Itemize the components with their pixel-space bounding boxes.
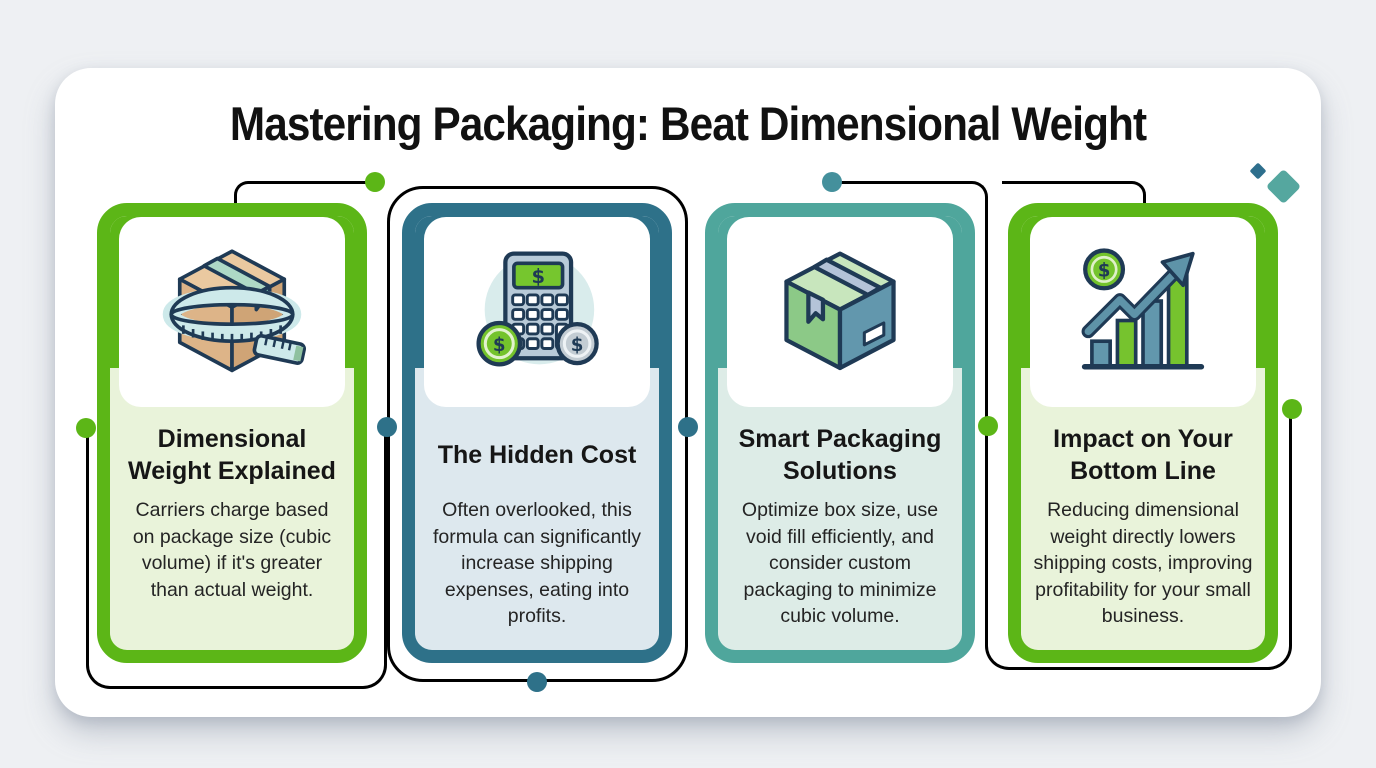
card-description: Often overlooked, this formula can signi… (432, 499, 642, 628)
card-description: Optimize box size, use void fill efficie… (741, 499, 939, 628)
connector-card1-top-stub (234, 181, 375, 207)
dot-card4-right (1282, 399, 1302, 419)
dot-card2-left (377, 417, 397, 437)
card-title: Impact on Your Bottom Line (1053, 425, 1233, 485)
card-dimensional-weight-explained: Dimensional Weight Explained Carriers ch… (97, 203, 367, 663)
connector-card4-bracket (985, 412, 1292, 670)
connector-card1-bracket (86, 427, 387, 689)
dot-card2-bottom (527, 672, 547, 692)
card-impact-on-your-bottom-line: $ Impact on Your Bottom Line Reducing di… (1008, 203, 1278, 663)
svg-text:$: $ (1098, 261, 1111, 282)
svg-text:$: $ (493, 335, 506, 356)
card-the-hidden-cost: $ $ $ The Hidden Cost Often overlooked, … (402, 203, 672, 663)
calculator-coins-icon: $ $ $ (476, 251, 599, 367)
package-tape-measure-icon (162, 249, 307, 373)
card-title: The Hidden Cost (437, 441, 637, 469)
connector-card4-top-stub (1002, 181, 1146, 207)
dot-card1-top (365, 172, 385, 192)
dot-card1-left (76, 418, 96, 438)
card-title: Smart Packaging Solutions (738, 425, 942, 485)
shipping-box-icon (784, 251, 896, 371)
page-title: Mastering Packaging: Beat Dimensional We… (229, 97, 1147, 150)
dot-card4-left (978, 416, 998, 436)
svg-text:$: $ (571, 335, 584, 356)
connector-card3-top-line (832, 181, 988, 425)
growth-chart-icon: $ (1081, 248, 1205, 370)
card-description: Carriers charge based on package size (c… (132, 499, 332, 601)
card-smart-packaging-solutions: Smart Packaging Solutions Optimize box s… (705, 203, 975, 663)
svg-text:$: $ (531, 265, 545, 288)
card-icon-box: $ (1030, 217, 1256, 407)
dot-card3-top (822, 172, 842, 192)
card-icon-box: $ $ $ (424, 217, 650, 407)
card-description: Reducing dimensional weight directly low… (1033, 499, 1253, 628)
dot-card2-right (678, 417, 698, 437)
card-icon-box (119, 217, 345, 407)
card-icon-box (727, 217, 953, 407)
card-title: Dimensional Weight Explained (128, 425, 336, 485)
